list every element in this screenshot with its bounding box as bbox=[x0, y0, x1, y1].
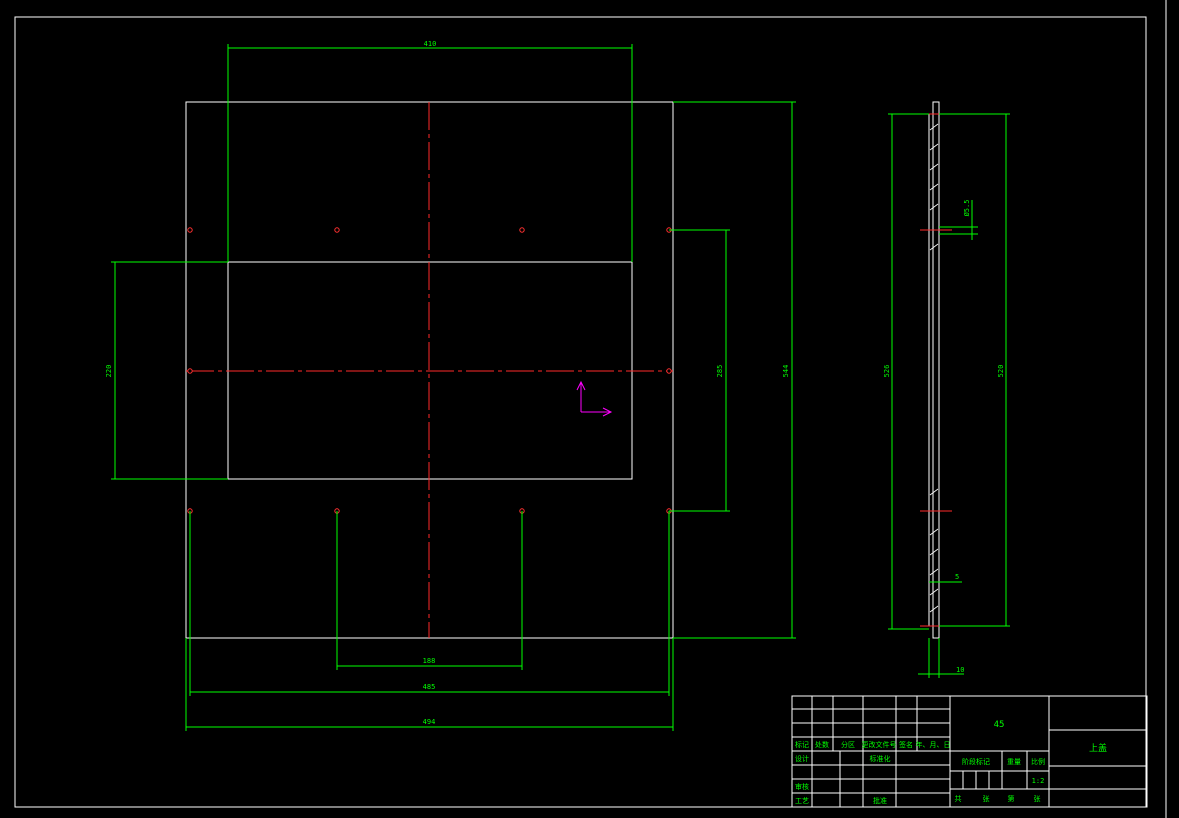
dim-hole-spacing-inner: 188 bbox=[423, 657, 436, 665]
label-process: 工艺 bbox=[795, 797, 809, 805]
part-name: 上盖 bbox=[1089, 742, 1107, 754]
label-ratio: 比例 bbox=[1031, 757, 1045, 766]
label-count: 处数 bbox=[815, 740, 829, 749]
label-design: 设计 bbox=[795, 754, 809, 763]
hole bbox=[334, 227, 340, 233]
label-review: 审核 bbox=[795, 782, 809, 791]
dim-top-width: 410 bbox=[424, 40, 437, 48]
ucs-icon bbox=[576, 380, 613, 417]
side-view: 526 520 Ø5.5 5 10 bbox=[883, 101, 1010, 678]
label-stage-mark: 阶段标记 bbox=[962, 757, 990, 766]
label-signature: 签名 bbox=[899, 740, 913, 749]
front-dimensions: 410 188 485 494 220 285 544 bbox=[105, 40, 796, 731]
label-sheet-unit2: 张 bbox=[1034, 794, 1041, 803]
label-date: 年、月、日 bbox=[916, 740, 951, 749]
title-block: 45 上盖 1:2 标记 处数 分区 更改文件号 签名 年、月、日 设计 标准化… bbox=[791, 695, 1148, 808]
sheet-border bbox=[14, 16, 1147, 808]
dim-overall-width: 494 bbox=[423, 718, 436, 726]
hole bbox=[519, 227, 525, 233]
dim-hole-diameter: Ø5.5 bbox=[963, 200, 971, 217]
label-sheet-no: 第 bbox=[1008, 794, 1015, 803]
label-approve: 批准 bbox=[873, 796, 887, 805]
dim-side-height-right: 520 bbox=[997, 365, 1005, 378]
dim-side-thickness: 10 bbox=[956, 666, 964, 674]
label-change-doc: 更改文件号 bbox=[862, 740, 897, 749]
label-standardize: 标准化 bbox=[870, 754, 891, 763]
side-plate bbox=[932, 101, 940, 639]
dim-hole-vertical-spacing: 285 bbox=[716, 365, 724, 378]
hole bbox=[187, 368, 193, 374]
label-sheet-unit: 张 bbox=[983, 794, 990, 803]
scale-value: 1:2 bbox=[1032, 777, 1045, 785]
label-weight: 重量 bbox=[1007, 758, 1021, 766]
label-sheets-total: 共 bbox=[955, 794, 962, 803]
label-zone: 分区 bbox=[841, 740, 855, 749]
hatching bbox=[929, 123, 939, 613]
hole bbox=[666, 368, 672, 374]
dim-side-height-left: 526 bbox=[883, 365, 891, 378]
dim-overall-height: 544 bbox=[782, 365, 790, 378]
label-mark: 标记 bbox=[795, 740, 809, 749]
hole-pattern bbox=[187, 227, 672, 514]
material-value: 45 bbox=[994, 720, 1005, 730]
dim-side-small: 5 bbox=[955, 573, 959, 581]
dim-left-height: 220 bbox=[105, 365, 113, 378]
dim-hole-spacing-outer: 485 bbox=[423, 683, 436, 691]
front-view bbox=[185, 101, 674, 639]
hole bbox=[187, 227, 193, 233]
